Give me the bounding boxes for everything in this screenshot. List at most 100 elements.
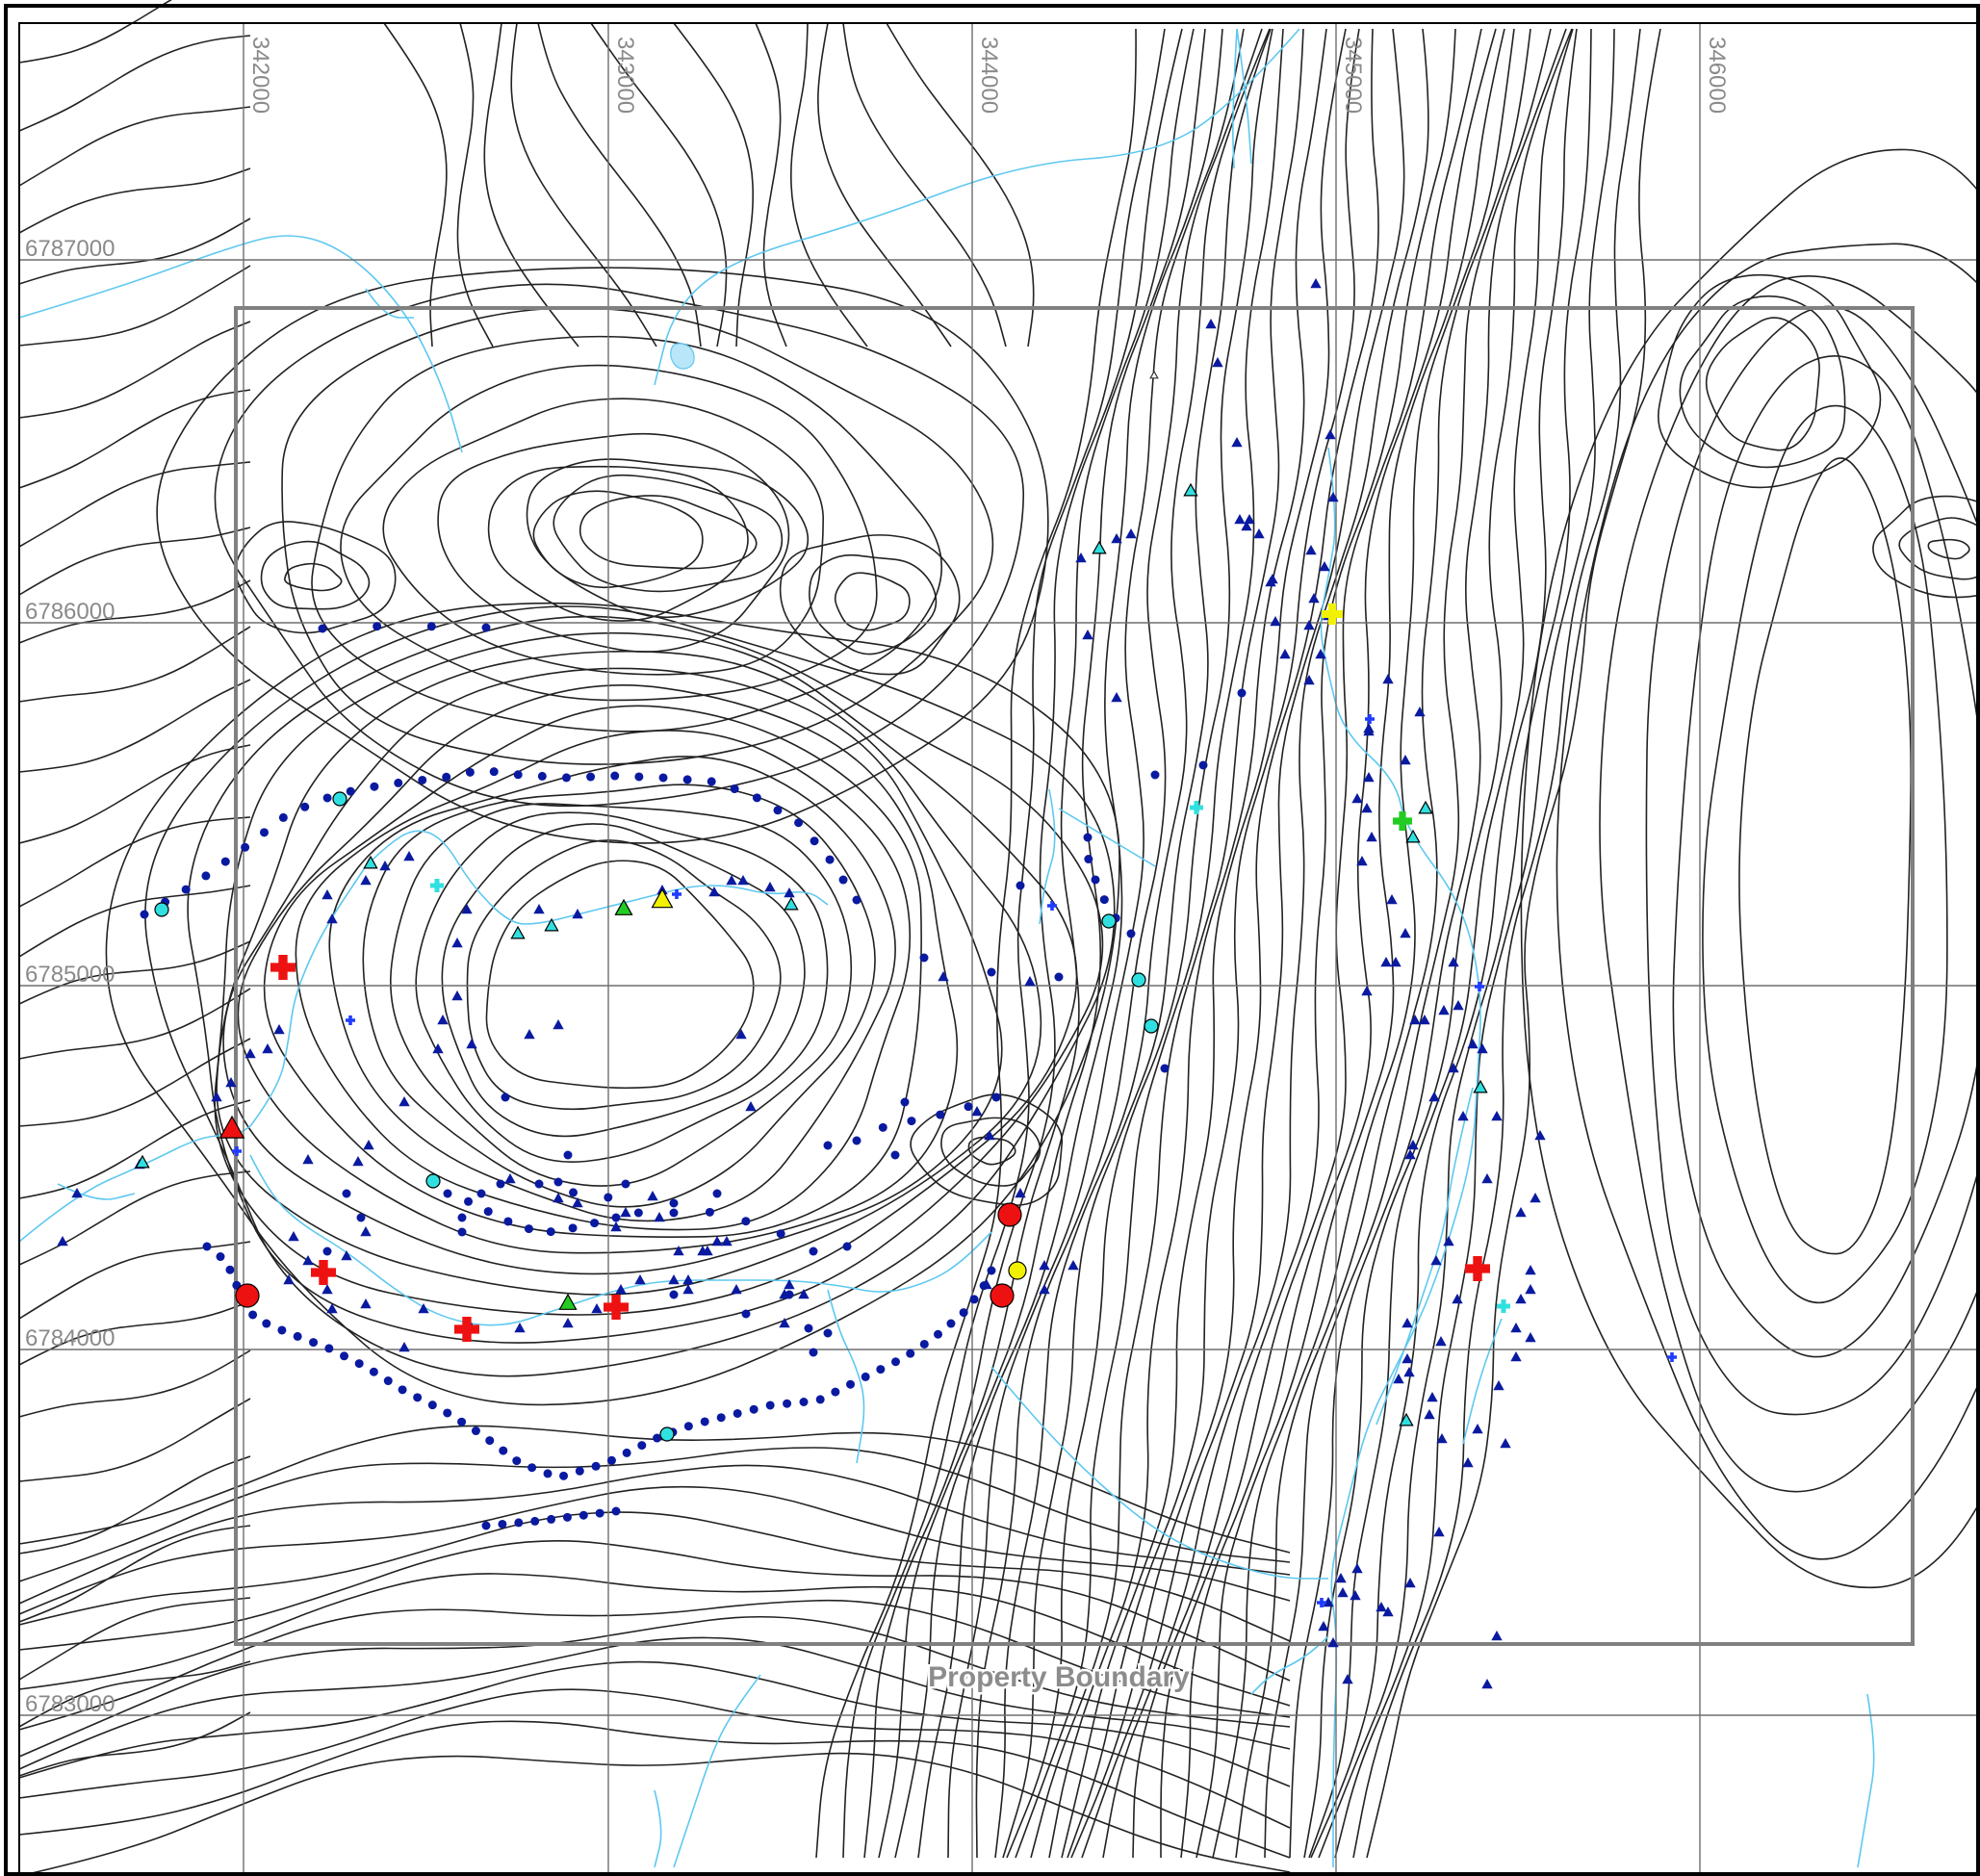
stream-sample-triangle[interactable]	[1363, 772, 1375, 783]
stream-sample-triangle[interactable]	[321, 889, 333, 900]
stream-sample-triangle[interactable]	[57, 1236, 68, 1246]
blue-anomaly-plus[interactable]	[1047, 901, 1057, 911]
red-sample-circle[interactable]	[990, 1283, 1015, 1308]
sample-dot[interactable]	[496, 1179, 505, 1189]
sample-dot[interactable]	[471, 1426, 480, 1436]
stream-sample-triangle[interactable]	[1443, 1236, 1454, 1246]
stream-sample-triangle[interactable]	[1327, 492, 1339, 502]
stream-sample-triangle[interactable]	[1430, 1255, 1442, 1266]
sample-dot[interactable]	[465, 767, 475, 777]
stream-sample-triangle[interactable]	[262, 1043, 273, 1054]
stream-sample-triangle[interactable]	[1491, 1111, 1503, 1121]
sample-dot[interactable]	[503, 1217, 513, 1226]
cyan-sample-triangle[interactable]	[544, 917, 559, 932]
stream-sample-triangle[interactable]	[211, 1092, 222, 1102]
sample-dot[interactable]	[322, 1246, 332, 1256]
sample-dot[interactable]	[1091, 875, 1100, 885]
sample-dot[interactable]	[669, 1208, 679, 1218]
sample-dot[interactable]	[527, 1463, 537, 1473]
stream-sample-triangle[interactable]	[273, 1024, 285, 1035]
stream-sample-triangle[interactable]	[1448, 957, 1459, 967]
sample-dot[interactable]	[610, 771, 620, 781]
sample-dot[interactable]	[293, 1331, 302, 1341]
sample-dot[interactable]	[547, 1514, 556, 1524]
sample-dot[interactable]	[324, 1344, 334, 1353]
stream-sample-triangle[interactable]	[784, 887, 795, 898]
sample-dot[interactable]	[804, 1323, 813, 1333]
stream-sample-triangle[interactable]	[326, 1303, 338, 1314]
blue-anomaly-plus[interactable]	[1667, 1352, 1677, 1362]
cyan-sample-circle[interactable]	[659, 1426, 675, 1442]
sample-dot[interactable]	[919, 953, 929, 963]
stream-sample-triangle[interactable]	[572, 1197, 583, 1208]
sample-dot[interactable]	[876, 1365, 886, 1375]
stream-sample-triangle[interactable]	[1363, 726, 1375, 736]
sample-dot[interactable]	[513, 770, 523, 780]
stream-sample-triangle[interactable]	[1438, 1005, 1450, 1015]
sample-dot[interactable]	[733, 1408, 742, 1418]
red-anomaly-plus[interactable]	[1465, 1256, 1490, 1281]
sample-dot[interactable]	[394, 778, 403, 787]
sample-dot[interactable]	[890, 1150, 900, 1160]
stream-sample-triangle[interactable]	[1039, 1260, 1050, 1271]
stream-sample-triangle[interactable]	[1400, 755, 1411, 765]
sample-dot[interactable]	[987, 1266, 996, 1275]
stream-sample-triangle[interactable]	[399, 1096, 410, 1107]
sample-dot[interactable]	[846, 1379, 856, 1389]
cyan-sample-triangle[interactable]	[1399, 1412, 1414, 1426]
stream-sample-triangle[interactable]	[1303, 620, 1315, 630]
stream-sample-triangle[interactable]	[283, 1274, 295, 1285]
sample-dot[interactable]	[809, 1246, 818, 1256]
stream-sample-triangle[interactable]	[784, 1279, 795, 1290]
stream-sample-triangle[interactable]	[363, 1140, 374, 1150]
sample-dot[interactable]	[637, 1441, 647, 1451]
stream-sample-triangle[interactable]	[737, 875, 749, 886]
sample-dot[interactable]	[852, 1136, 861, 1145]
sample-dot[interactable]	[946, 1319, 956, 1328]
sample-dot[interactable]	[633, 1208, 643, 1218]
blue-anomaly-plus[interactable]	[346, 1015, 356, 1025]
stream-sample-triangle[interactable]	[288, 1231, 299, 1242]
stream-sample-triangle[interactable]	[321, 1284, 333, 1295]
stream-sample-triangle[interactable]	[1361, 986, 1373, 996]
cyan-anomaly-plus[interactable]	[430, 879, 445, 892]
sample-dot[interactable]	[181, 885, 191, 894]
stream-sample-triangle[interactable]	[1534, 1130, 1546, 1141]
sample-dot[interactable]	[512, 1456, 522, 1466]
stream-sample-triangle[interactable]	[1457, 1111, 1469, 1121]
sample-dot[interactable]	[499, 1446, 508, 1455]
sample-dot[interactable]	[653, 1433, 662, 1443]
sample-dot[interactable]	[919, 1339, 929, 1349]
stream-sample-triangle[interactable]	[360, 1298, 372, 1309]
cyan-sample-circle[interactable]	[332, 791, 347, 807]
stream-sample-triangle[interactable]	[524, 1029, 535, 1040]
sample-dot[interactable]	[568, 1223, 578, 1233]
stream-sample-triangle[interactable]	[1212, 357, 1223, 368]
stream-sample-triangle[interactable]	[1125, 528, 1137, 539]
sample-dot[interactable]	[398, 1385, 407, 1395]
sample-dot[interactable]	[716, 1413, 726, 1423]
green-sample-triangle[interactable]	[614, 898, 633, 915]
stream-sample-triangle[interactable]	[1279, 649, 1291, 659]
red-anomaly-plus[interactable]	[311, 1260, 336, 1285]
stream-sample-triangle[interactable]	[1467, 1039, 1479, 1049]
sample-dot[interactable]	[809, 1348, 818, 1357]
sample-dot[interactable]	[259, 828, 269, 837]
stream-sample-triangle[interactable]	[1500, 1438, 1511, 1449]
sample-dot[interactable]	[799, 1397, 809, 1406]
stream-sample-triangle[interactable]	[1481, 1679, 1493, 1689]
stream-sample-triangle[interactable]	[938, 971, 949, 982]
sample-dot[interactable]	[530, 1516, 540, 1526]
red-anomaly-plus[interactable]	[604, 1295, 629, 1320]
stream-sample-triangle[interactable]	[654, 1212, 665, 1222]
cyan-anomaly-plus[interactable]	[1190, 801, 1203, 814]
sample-dot[interactable]	[562, 1512, 572, 1522]
sample-dot[interactable]	[591, 1461, 601, 1471]
stream-sample-triangle[interactable]	[779, 1318, 790, 1328]
stream-sample-triangle[interactable]	[1491, 1631, 1503, 1641]
stream-sample-triangle[interactable]	[1515, 1294, 1527, 1304]
sample-dot[interactable]	[277, 1325, 287, 1335]
stream-sample-triangle[interactable]	[984, 1130, 995, 1141]
stream-sample-triangle[interactable]	[352, 1156, 364, 1167]
sample-dot[interactable]	[342, 1189, 351, 1198]
